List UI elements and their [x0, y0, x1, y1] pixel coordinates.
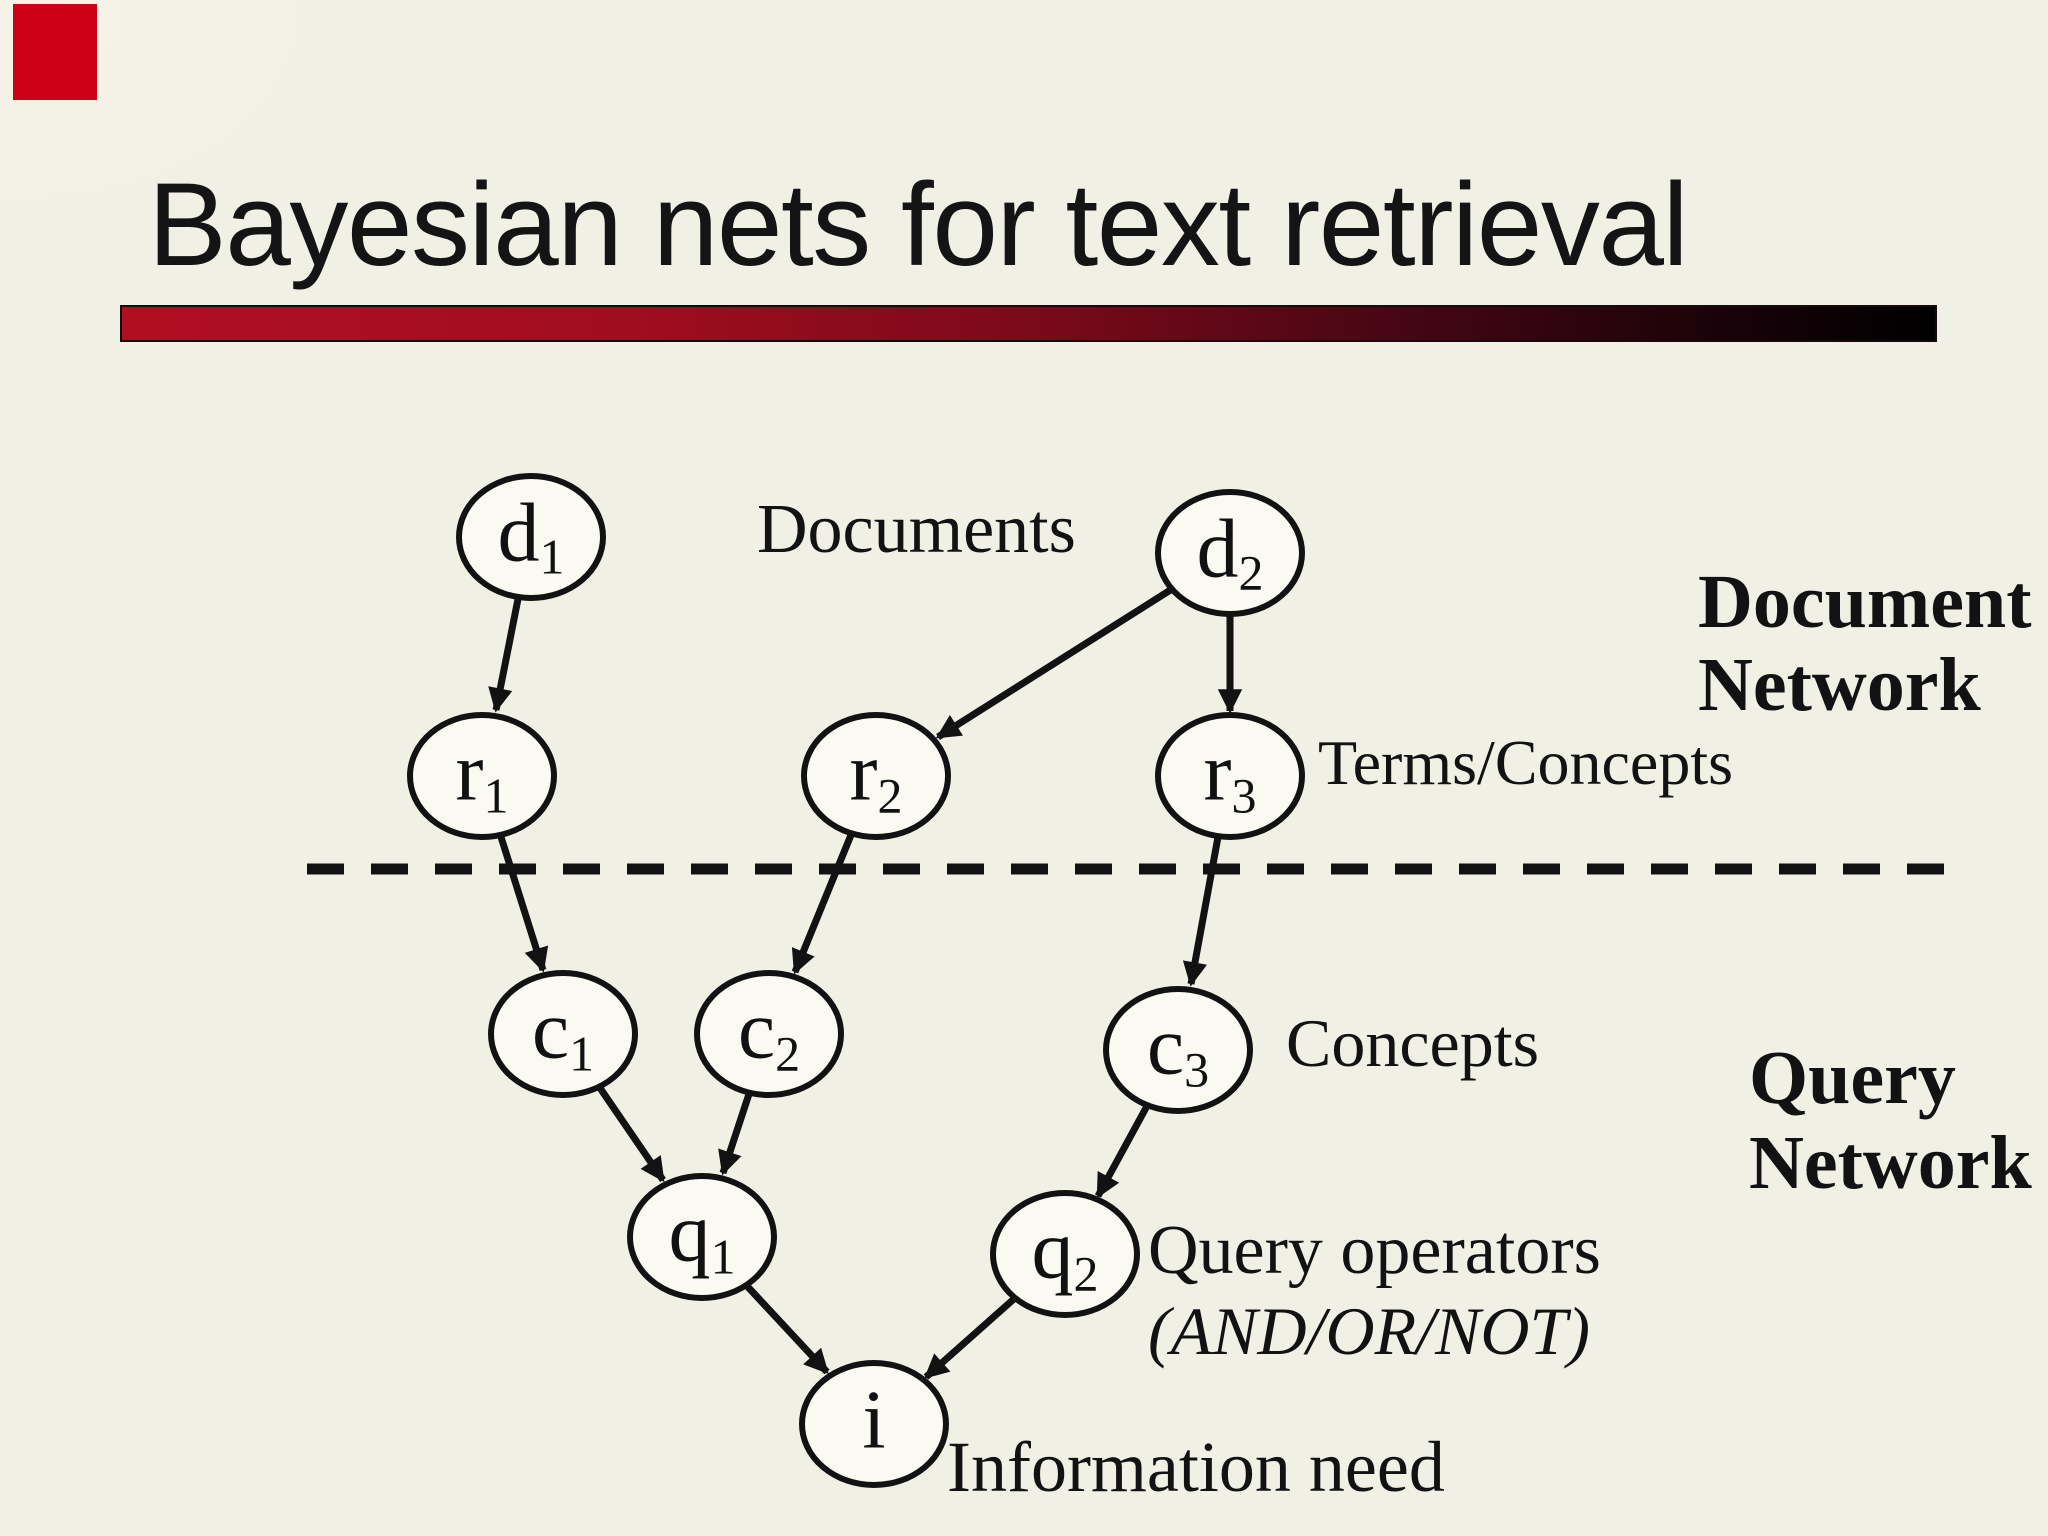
label-documents: Documents [757, 491, 1076, 568]
node-c3-ellipse [1103, 986, 1253, 1114]
node-r3-ellipse [1155, 712, 1305, 840]
label-document-network: Document Network [1698, 561, 2032, 727]
node-d1-ellipse [456, 473, 606, 601]
node-r1-ellipse [407, 712, 557, 840]
edge-c1-q1 [597, 1086, 666, 1183]
edge-c2-q1 [718, 1092, 753, 1176]
edge-d1-r1 [488, 598, 522, 713]
edge-q2-i [923, 1295, 1018, 1380]
label-query-network-line2: Network [1749, 1121, 2032, 1205]
title-underline-bar [120, 305, 1937, 342]
edge-r3-c3 [1182, 836, 1222, 987]
node-q2-ellipse [990, 1190, 1140, 1318]
node-d2-ellipse [1155, 489, 1305, 617]
node-r2-ellipse [801, 712, 951, 840]
node-label-i: i [862, 1373, 886, 1467]
label-document-network-line2: Network [1698, 643, 1981, 727]
corner-accent-square [13, 4, 97, 100]
node-c1-ellipse [488, 970, 638, 1098]
label-query-network-line1: Query [1749, 1036, 1956, 1120]
node-i-ellipse [799, 1360, 949, 1488]
label-query-operators: Query operators [1148, 1212, 1601, 1289]
label-concepts: Concepts [1286, 1005, 1540, 1081]
edge-q1-i [744, 1283, 830, 1375]
label-document-network-line1: Document [1698, 560, 2032, 644]
label-query-operators-detail: (AND/OR/NOT) [1148, 1293, 1590, 1369]
node-c2-ellipse [694, 970, 844, 1098]
page-title: Bayesian nets for text retrieval [148, 159, 1689, 291]
edge-r2-c2 [791, 833, 855, 975]
edge-c3-q2 [1094, 1104, 1151, 1199]
label-query-network: Query Network [1749, 1036, 2032, 1206]
label-terms-concepts: Terms/Concepts [1318, 727, 1733, 798]
node-q1-ellipse [627, 1173, 777, 1301]
edge-d2-r2 [935, 586, 1174, 740]
label-information-need: Information need [947, 1427, 1445, 1507]
edge-r1-c1 [497, 835, 549, 973]
